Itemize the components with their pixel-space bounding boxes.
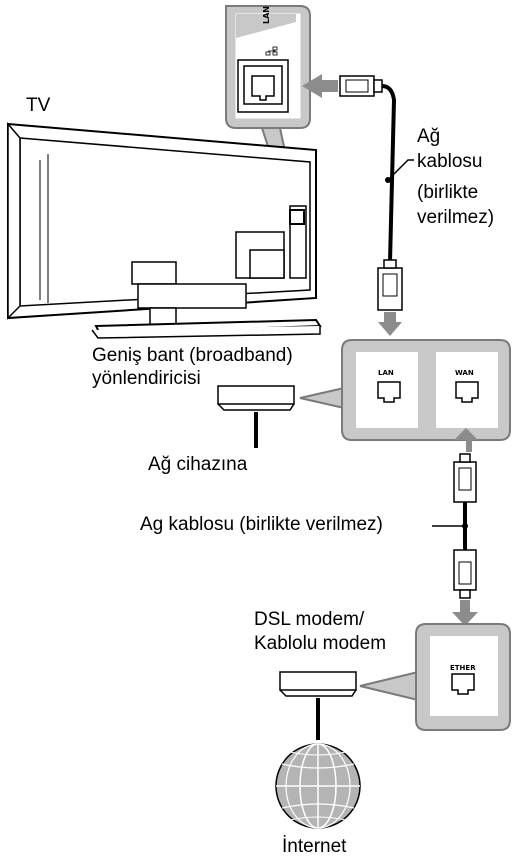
modem-ether-port-label: ETHER <box>450 664 476 672</box>
tv-lan-callout <box>225 5 311 216</box>
router-label-line2: yönlendiricisi <box>92 368 201 389</box>
router-lan-port-label: LAN <box>378 369 394 377</box>
tv-lan-port-label: LAN <box>262 6 271 24</box>
tv-lan-port-icon <box>265 46 278 56</box>
to-network-device-label: Ağ cihazına <box>148 454 248 475</box>
network-cable-mid-label: Ag kablosu (birlikte verilmez) <box>140 514 383 535</box>
internet-label: İnternet <box>282 836 347 857</box>
tv-set <box>7 121 322 339</box>
arrow-into-router-lan <box>378 312 402 336</box>
router-label-line1: Geniş bant (broadband) <box>92 345 293 366</box>
top-cable-connector <box>339 75 397 263</box>
arrow-into-router-wan <box>454 428 478 452</box>
arrow-into-tv-lan <box>302 74 338 98</box>
tv-label: TV <box>26 95 51 116</box>
modem-device <box>279 671 357 740</box>
router-cable-connector <box>377 259 403 311</box>
arrow-into-modem-ether <box>452 600 478 626</box>
router-device <box>217 385 295 448</box>
network-cable-top-line4: verilmez) <box>417 207 495 228</box>
modem-label-line2: Kablolu modem <box>254 633 387 654</box>
network-cable-top-line3: (birlikte <box>417 182 479 203</box>
modem-label-line1: DSL modem/ <box>254 609 365 630</box>
router-wan-port-label: WAN <box>455 369 474 377</box>
modem-callout <box>359 623 511 731</box>
router-callout <box>299 339 511 441</box>
network-cable-top-line2: kablosu <box>417 151 483 172</box>
globe-icon <box>275 743 361 829</box>
network-cable-top-line1: Ağ <box>417 126 441 147</box>
